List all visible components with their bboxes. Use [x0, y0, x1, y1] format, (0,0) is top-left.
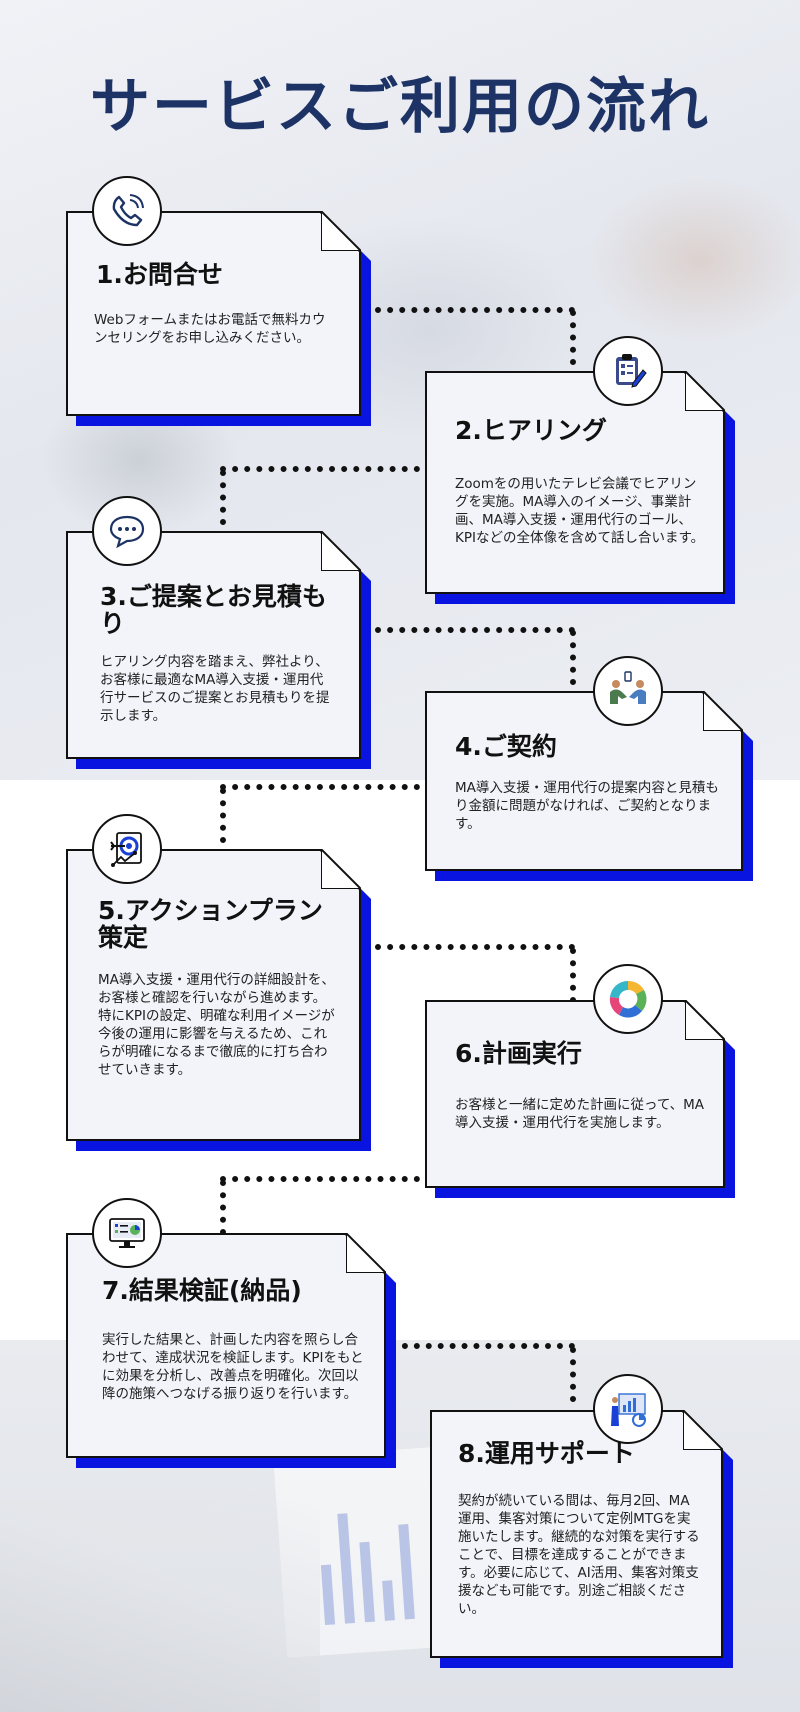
connector-2-3-h: [220, 466, 420, 472]
step-title: 7.結果検証(納品): [102, 1276, 302, 1305]
connector-7-8-v: [570, 1347, 576, 1402]
handshake-icon: [593, 656, 663, 726]
cycle-icon: [593, 964, 663, 1034]
step-card-2: 2.ヒアリング Zoomをの用いたテレビ会議でヒアリングを実施。MA導入のイメー…: [425, 371, 725, 594]
step-description: ヒアリング内容を踏まえ、弊社より、お客様に最適なMA導入支援・運用代行サービスの…: [100, 654, 330, 724]
step-card-6: 6.計画実行 お客様と一緒に定めた計画に従って、MA導入支援・運用代行を実施しま…: [425, 1000, 725, 1188]
chat-bubble-icon: [92, 496, 162, 566]
step-card-1: 1.お問合せ Webフォームまたはお電話で無料カウンセリングをお申し込みください…: [66, 211, 361, 416]
target-icon: [92, 814, 162, 884]
connector-1-2-v: [570, 310, 576, 365]
step-title: 1.お問合せ: [96, 260, 223, 289]
step-description: MA導入支援・運用代行の提案内容と見積もり金額に問題がなければ、ご契約となります…: [455, 780, 719, 832]
step-title: 3.ご提案とお見積もり: [100, 582, 327, 638]
background-laptop: [0, 1500, 320, 1712]
step-card-8: 8.運用サポート 契約が続いている間は、毎月2回、MA運用、集客対策について定例…: [430, 1410, 723, 1658]
connector-6-7-v: [220, 1180, 226, 1235]
connector-3-4-v: [570, 630, 576, 685]
step-description: MA導入支援・運用代行の詳細設計を、お客様と確認を行いながら進めます。特にKPI…: [98, 972, 335, 1078]
step-title: 5.アクションプラン策定: [98, 896, 323, 952]
support-analytics-icon: [593, 1374, 663, 1444]
connector-5-6-v: [570, 948, 576, 1003]
connector-4-5-v: [220, 788, 226, 843]
monitor-chart-icon: [92, 1198, 162, 1268]
connector-7-8-h: [390, 1343, 575, 1349]
connector-3-4-h: [375, 627, 575, 633]
step-card-4: 4.ご契約 MA導入支援・運用代行の提案内容と見積もり金額に問題がなければ、ご契…: [425, 691, 743, 871]
connector-4-5-h: [220, 784, 420, 790]
connector-2-3-v: [220, 470, 226, 525]
step-title: 8.運用サポート: [458, 1439, 635, 1468]
step-card-3: 3.ご提案とお見積もり ヒアリング内容を踏まえ、弊社より、お客様に最適なMA導入…: [66, 531, 361, 759]
page-title: サービスご利用の流れ: [90, 72, 710, 142]
step-description: お客様と一緒に定めた計画に従って、MA導入支援・運用代行を実施します。: [455, 1097, 705, 1131]
step-card-7: 7.結果検証(納品) 実行した結果と、計画した内容を照らし合わせて、達成状況を検…: [66, 1233, 386, 1458]
connector-1-2-h: [375, 307, 575, 313]
connector-6-7-h: [220, 1176, 420, 1182]
step-title: 2.ヒアリング: [455, 416, 607, 445]
step-title: 6.計画実行: [455, 1039, 582, 1068]
clipboard-icon: [593, 336, 663, 406]
step-description: Zoomをの用いたテレビ会議でヒアリングを実施。MA導入のイメージ、事業計画、M…: [455, 476, 705, 546]
step-title: 4.ご契約: [455, 732, 557, 761]
step-description: 実行した結果と、計画した内容を照らし合わせて、達成状況を検証します。KPIをもと…: [102, 1332, 364, 1402]
step-description: Webフォームまたはお電話で無料カウンセリングをお申し込みください。: [94, 312, 326, 346]
step-card-5: 5.アクションプラン策定 MA導入支援・運用代行の詳細設計を、お客様と確認を行い…: [66, 849, 361, 1141]
phone-icon: [92, 176, 162, 246]
connector-5-6-h: [375, 944, 575, 950]
step-description: 契約が続いている間は、毎月2回、MA運用、集客対策について定例MTGを実施いたし…: [458, 1493, 700, 1617]
